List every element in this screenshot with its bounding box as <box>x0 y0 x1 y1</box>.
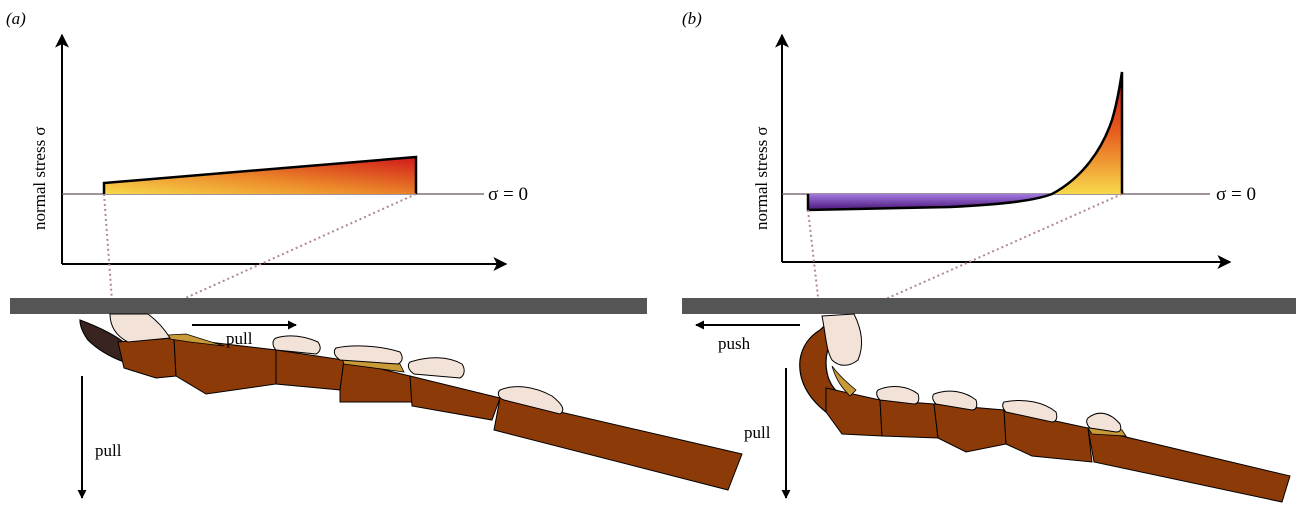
panel-a-toe-segment <box>275 349 345 391</box>
panel-a-axes <box>55 33 508 271</box>
panel-a-surface <box>10 298 647 314</box>
panel-a-claw <box>79 319 127 363</box>
panel-a-pull-label-horizontal: pull <box>226 329 253 348</box>
panel-b: (b) normal stress σ σ = 0 <box>682 9 1296 503</box>
panel-a-toe-segment <box>493 397 743 491</box>
panel-a-toe-segment <box>173 337 277 395</box>
panel-b-lamella <box>821 313 862 366</box>
panel-b-toe <box>799 313 1291 503</box>
panel-a-toe-segment <box>339 359 415 403</box>
panel-a-lamella <box>272 335 321 355</box>
panel-a-stress-region <box>104 157 416 194</box>
panel-b-lamella <box>1086 412 1122 433</box>
panel-b-ylabel: normal stress σ <box>752 126 771 230</box>
panel-b-toe-segment <box>879 399 939 439</box>
panel-a-pull-label-vertical: pull <box>95 441 122 460</box>
panel-b-tensile-region <box>1052 72 1122 194</box>
panel-a-toe-segment <box>117 337 177 379</box>
panel-b-toe-segment <box>933 403 1007 453</box>
panel-b-lamella <box>876 386 920 405</box>
panel-b-toe-segment <box>825 387 883 437</box>
panel-a-lamella <box>109 313 171 343</box>
panel-a-label: (a) <box>6 9 26 28</box>
panel-a-ylabel: normal stress σ <box>30 126 49 230</box>
panel-b-toe-segment <box>1003 409 1093 463</box>
panel-a: (a) normal stress σ σ = 0 <box>6 9 743 499</box>
panel-a-zero-label: σ = 0 <box>488 184 528 205</box>
panel-a-lamella <box>333 345 403 365</box>
panel-b-sublamella <box>831 365 857 397</box>
panel-a-leader-left <box>103 193 114 315</box>
panel-b-zero-label: σ = 0 <box>1216 184 1256 205</box>
panel-b-compressive-region <box>808 194 1052 210</box>
panel-b-push-label-horizontal: push <box>718 334 751 353</box>
panel-b-lamella <box>1002 399 1058 423</box>
panel-b-lamella <box>932 390 978 411</box>
panel-b-stress-curve <box>806 71 1124 212</box>
panel-b-axes <box>775 33 1232 269</box>
panel-a-leader-right <box>149 193 417 315</box>
panel-a-lamella <box>497 386 564 415</box>
panel-b-toe-segment <box>1087 427 1291 503</box>
panel-a-toe-segment <box>409 375 501 421</box>
panel-b-surface <box>682 298 1296 314</box>
panel-a-lamella <box>407 357 465 379</box>
panel-a-stress-curve <box>102 155 418 194</box>
panel-b-leader-right <box>851 193 1123 315</box>
panel-b-label: (b) <box>682 9 702 28</box>
panel-b-pull-label-vertical: pull <box>744 423 771 442</box>
panel-a-toe <box>79 313 743 491</box>
